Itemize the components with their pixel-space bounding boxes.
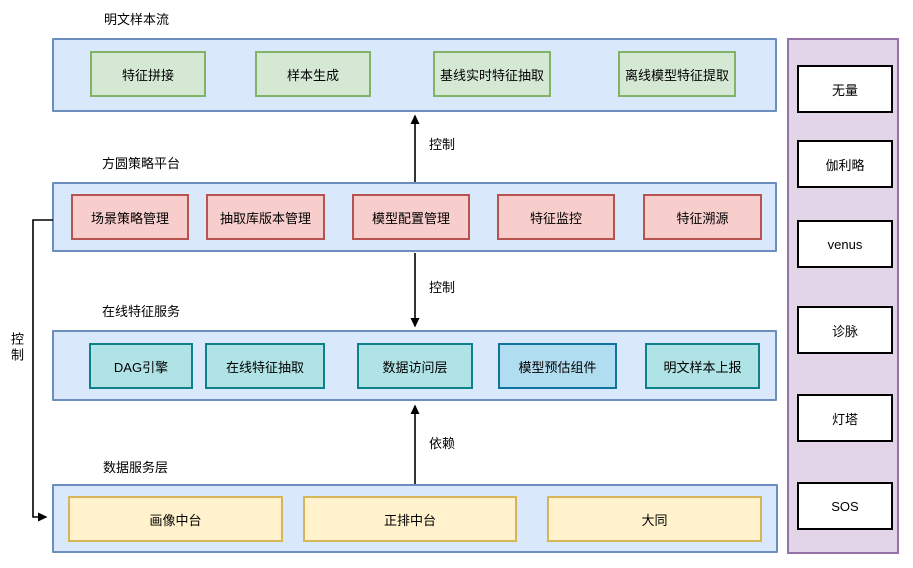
node-feature-tracing: 特征溯源 (643, 194, 762, 240)
node-data-access-layer: 数据访问层 (357, 343, 473, 389)
layer-title-strategy-platform: 方圆策略平台 (102, 156, 181, 171)
layer-title-plaintext-sample-stream: 明文样本流 (104, 12, 170, 27)
arrow-label-depend: 依赖 (429, 436, 456, 451)
arrow-label-control-top: 控制 (429, 137, 456, 152)
systems-sidebar: 无量 伽利略 venus 诊脉 灯塔 SOS (787, 38, 899, 554)
node-dag-engine: DAG引擎 (89, 343, 193, 389)
node-offline-model-feature-extraction: 离线模型特征提取 (618, 51, 736, 97)
sidebar-item-dengta: 灯塔 (797, 394, 893, 442)
layer-title-data-service-layer: 数据服务层 (103, 460, 169, 475)
node-feature-monitoring: 特征监控 (497, 194, 615, 240)
node-feature-concat: 特征拼接 (90, 51, 206, 97)
arrow-label-control-left: 控制 (9, 332, 24, 364)
sidebar-item-zhenmai: 诊脉 (797, 306, 893, 354)
node-sample-generation: 样本生成 (255, 51, 371, 97)
node-scene-strategy-management: 场景策略管理 (71, 194, 189, 240)
node-model-config-management: 模型配置管理 (352, 194, 470, 240)
node-profile-platform: 画像中台 (68, 496, 283, 542)
sidebar-item-galileo: 伽利略 (797, 140, 893, 188)
node-online-feature-extraction: 在线特征抽取 (205, 343, 325, 389)
node-plaintext-sample-reporting: 明文样本上报 (645, 343, 760, 389)
sidebar-item-venus: venus (797, 220, 893, 268)
sidebar-item-wuliang: 无量 (797, 65, 893, 113)
layer-title-online-feature-service: 在线特征服务 (102, 304, 181, 319)
arrow-label-control-middle: 控制 (429, 280, 456, 295)
node-model-inference-component: 模型预估组件 (498, 343, 617, 389)
node-baseline-realtime-feature-extraction: 基线实时特征抽取 (433, 51, 551, 97)
node-datong: 大同 (547, 496, 762, 542)
sidebar-item-sos: SOS (797, 482, 893, 530)
node-forward-index-platform: 正排中台 (303, 496, 517, 542)
node-extractor-lib-version-management: 抽取库版本管理 (206, 194, 325, 240)
control-elbow-arrow-to-data-layer (32, 219, 53, 522)
